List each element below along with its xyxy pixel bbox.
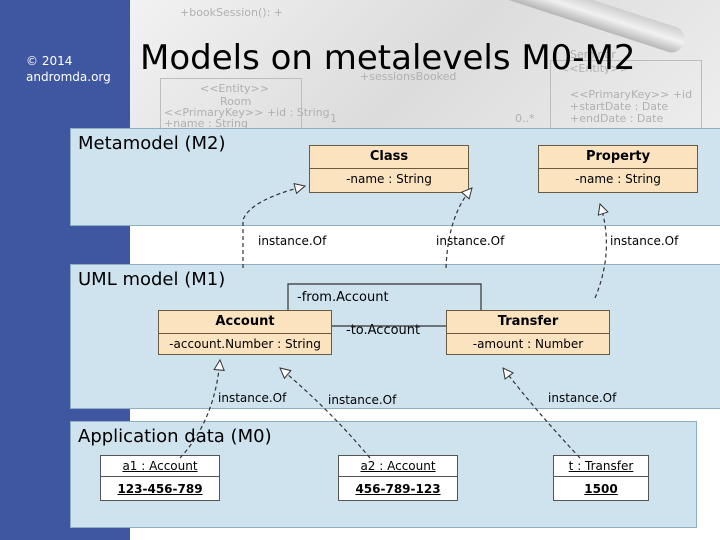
class-box[interactable]: Class -name : String (309, 145, 469, 193)
metamodel-title: Metamodel (M2) (78, 133, 226, 154)
uml-model-title: UML model (M1) (78, 269, 226, 290)
instance-of-arrow (503, 368, 581, 459)
instance-of-arrow (179, 360, 220, 459)
object-name: a2 : Account (339, 456, 457, 477)
page-title: Models on metalevels M0-M2 (140, 38, 636, 78)
instance-of-label: instance.Of (258, 234, 327, 248)
class-box-name: Class (310, 146, 468, 169)
ghost-text: <<PrimaryKey>> +id (570, 88, 693, 101)
background-photo: +bookSession(): + +sessionsBooked <<Enti… (130, 0, 720, 135)
object-value: 1500 (584, 482, 618, 496)
account-box-name: Account (159, 311, 331, 334)
instance-of-label: instance.Of (548, 391, 617, 405)
transfer-box-attr: -amount : Number (472, 337, 584, 351)
transfer-box[interactable]: Transfer -amount : Number (446, 310, 610, 355)
account-box[interactable]: Account -account.Number : String (158, 310, 332, 355)
instance-of-label: instance.Of (436, 234, 505, 248)
object-name: a1 : Account (101, 456, 219, 477)
object-name: t : Transfer (554, 456, 648, 477)
copyright-text: © 2014 (26, 54, 73, 68)
property-box-attr: -name : String (575, 172, 661, 186)
object-value: 123-456-789 (117, 482, 203, 496)
transfer-box-name: Transfer (447, 311, 609, 334)
ghost-text: +endDate : Date (570, 112, 664, 125)
ghost-text: Room (220, 95, 252, 108)
object-value: 456-789-123 (355, 482, 441, 496)
instance-of-label: instance.Of (610, 234, 679, 248)
property-box[interactable]: Property -name : String (538, 145, 698, 193)
property-box-name: Property (539, 146, 697, 169)
instance-of-arrow (280, 368, 371, 459)
ghost-text: <<Entity>> (200, 82, 269, 95)
from-account-label: -from.Account (297, 290, 389, 305)
copyright-block: © 2014 andromda.org (26, 53, 111, 85)
ghost-text: <<PrimaryKey>> +id : String (164, 106, 330, 119)
ghost-text: +sessionsBooked (360, 70, 457, 83)
ghost-text: +name : String (164, 117, 248, 130)
from-account-association (287, 283, 482, 310)
ghost-text: 1 (330, 112, 337, 125)
ghost-text: 0..* (515, 112, 535, 125)
instance-of-arrow (594, 204, 606, 299)
ghost-text: <<Entity>> (560, 62, 629, 75)
instance-of-arrow (242, 186, 305, 268)
to-account-label: -to.Account (346, 323, 421, 338)
instance-of-label: instance.Of (328, 393, 397, 407)
ghost-text: +bookSession(): + (180, 6, 284, 19)
object-a1[interactable]: a1 : Account 123-456-789 (100, 455, 220, 501)
application-data-title: Application data (M0) (78, 426, 272, 447)
ghost-text: Seminar (570, 48, 616, 61)
object-a2[interactable]: a2 : Account 456-789-123 (338, 455, 458, 501)
instance-of-arrow (445, 188, 472, 269)
site-text: andromda.org (26, 70, 111, 84)
class-box-attr: -name : String (346, 172, 432, 186)
account-box-attr: -account.Number : String (169, 337, 321, 351)
ghost-text: +startDate : Date (570, 100, 669, 113)
instance-of-label: instance.Of (218, 391, 287, 405)
object-t[interactable]: t : Transfer 1500 (553, 455, 649, 501)
